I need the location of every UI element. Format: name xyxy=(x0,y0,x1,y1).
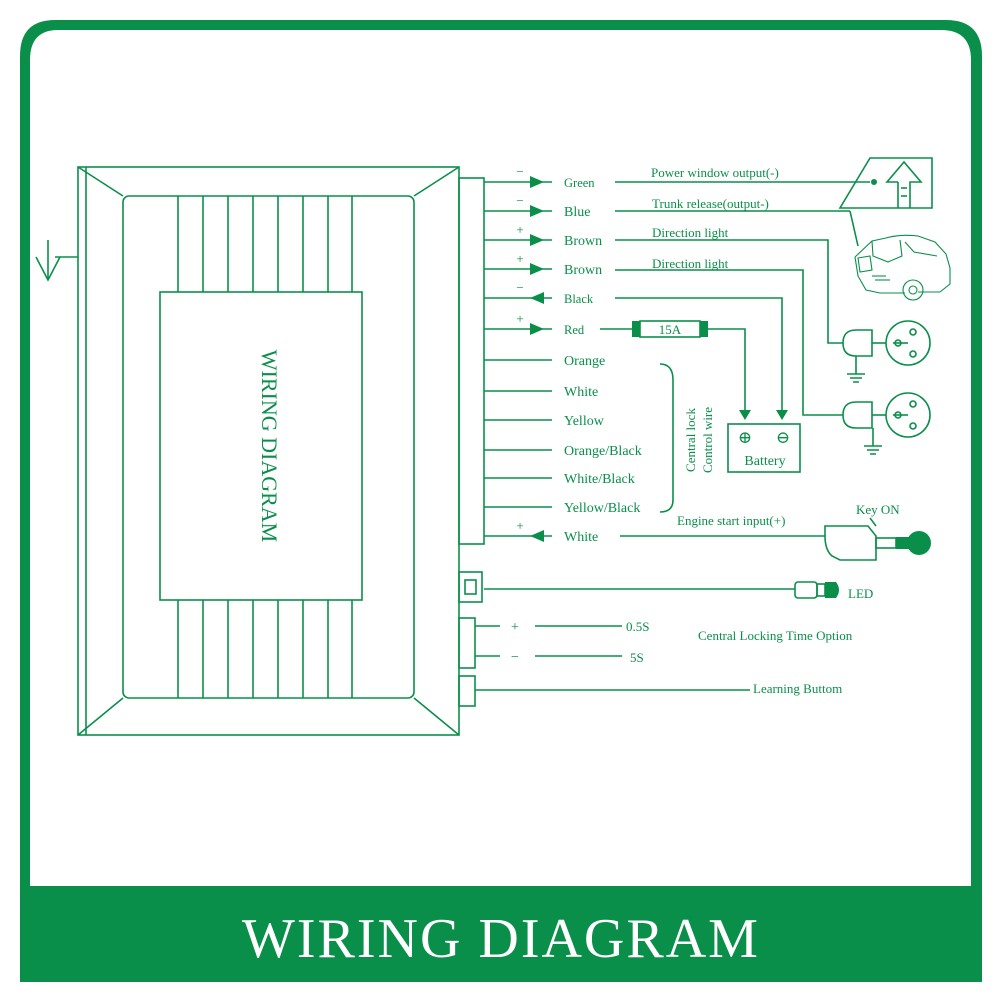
car-trunk-icon xyxy=(854,234,951,301)
module-label: WIRING DIAGRAM xyxy=(257,350,282,542)
trunk-release-label: Trunk release(output-) xyxy=(652,196,769,211)
outer-frame xyxy=(20,20,982,982)
fuse: 15A xyxy=(632,320,708,338)
central-lock-label-1: Central lock xyxy=(683,408,698,472)
wire-13: + White xyxy=(484,518,598,545)
direction-light-label-2: Direction light xyxy=(652,256,729,271)
arrow-right-icon xyxy=(530,234,544,246)
central-lock-bracket: Central lock Control wire xyxy=(659,363,715,513)
battery-minus-icon: ⊖ xyxy=(776,428,790,447)
polarity-sign: − xyxy=(516,164,523,179)
polarity-sign: + xyxy=(516,222,523,237)
arrow-left-icon xyxy=(530,292,544,304)
wire-6: + Red xyxy=(484,311,585,337)
wire-color-label: Blue xyxy=(564,205,590,220)
wire-8: White xyxy=(484,385,598,400)
polarity-sign: + xyxy=(516,251,523,266)
wire-3: + Brown xyxy=(484,222,602,249)
antenna-icon xyxy=(35,240,78,282)
wire-12: Yellow/Black xyxy=(484,501,640,516)
learning-button-connector xyxy=(458,675,476,707)
arrow-right-icon xyxy=(530,205,544,217)
wire-leads: − Green − Blue + Brown + Brown − Black + RedOrangeW… xyxy=(484,164,642,545)
engine-start-label: Engine start input(+) xyxy=(677,513,785,528)
wire-color-label: Brown xyxy=(564,263,602,278)
connection-lines xyxy=(475,181,870,691)
main-connector xyxy=(458,177,485,545)
control-module: WIRING DIAGRAM xyxy=(77,166,460,736)
led-label: LED xyxy=(848,586,873,601)
power-window-icon xyxy=(838,157,933,209)
ignition-key-icon xyxy=(824,517,931,561)
time-option-connector xyxy=(458,617,476,669)
led-icon xyxy=(794,581,839,599)
wire-color-label: Black xyxy=(564,292,594,306)
wire-color-label: Red xyxy=(564,323,585,337)
wire-color-label: Yellow/Black xyxy=(564,501,640,516)
wire-4: + Brown xyxy=(484,251,602,278)
polarity-sign: + xyxy=(516,518,523,533)
wire-1: − Green xyxy=(484,164,595,190)
key-on-label: Key ON xyxy=(856,502,900,517)
learning-button-label: Learning Buttom xyxy=(753,681,842,696)
time-option-5s: 5S xyxy=(630,650,644,665)
lamp-icon-2 xyxy=(842,392,931,455)
arrow-right-icon xyxy=(530,176,544,188)
time-option-05s: 0.5S xyxy=(626,619,649,634)
arrow-left-icon xyxy=(530,530,544,542)
time-option-minus: − xyxy=(511,650,519,665)
polarity-sign: + xyxy=(516,311,523,326)
polarity-sign: − xyxy=(516,193,523,208)
wire-color-label: Orange xyxy=(564,354,605,369)
wire-color-label: White xyxy=(564,385,598,400)
direction-light-label-1: Direction light xyxy=(652,225,729,240)
wire-color-label: Green xyxy=(564,176,595,190)
module-stripes xyxy=(177,196,353,698)
central-lock-label-2: Control wire xyxy=(700,407,715,473)
power-window-label: Power window output(-) xyxy=(651,165,779,180)
wire-color-label: Brown xyxy=(564,234,602,249)
wire-2: − Blue xyxy=(484,193,590,220)
battery-label: Battery xyxy=(744,454,785,469)
wire-color-label: White/Black xyxy=(564,472,635,487)
wire-9: Yellow xyxy=(484,414,605,429)
wire-7: Orange xyxy=(484,354,605,369)
polarity-sign: − xyxy=(516,280,523,295)
time-option-label: Central Locking Time Option xyxy=(698,628,853,643)
banner-title: WIRING DIAGRAM xyxy=(242,908,760,970)
wire-5: − Black xyxy=(484,280,594,306)
battery-plus-icon: ⊕ xyxy=(738,428,752,447)
wire-color-label: Orange/Black xyxy=(564,444,642,459)
lamp-icon-1 xyxy=(842,320,931,383)
wire-10: Orange/Black xyxy=(484,444,642,459)
led-connector xyxy=(458,571,483,603)
wire-color-label: White xyxy=(564,530,598,545)
battery: ⊕ ⊖ Battery xyxy=(727,410,801,473)
wire-11: White/Black xyxy=(484,472,635,487)
arrow-right-icon xyxy=(530,263,544,275)
arrow-right-icon xyxy=(530,323,544,335)
wire-color-label: Yellow xyxy=(564,414,605,429)
time-option-plus: + xyxy=(511,620,519,635)
fuse-label: 15A xyxy=(659,322,682,337)
